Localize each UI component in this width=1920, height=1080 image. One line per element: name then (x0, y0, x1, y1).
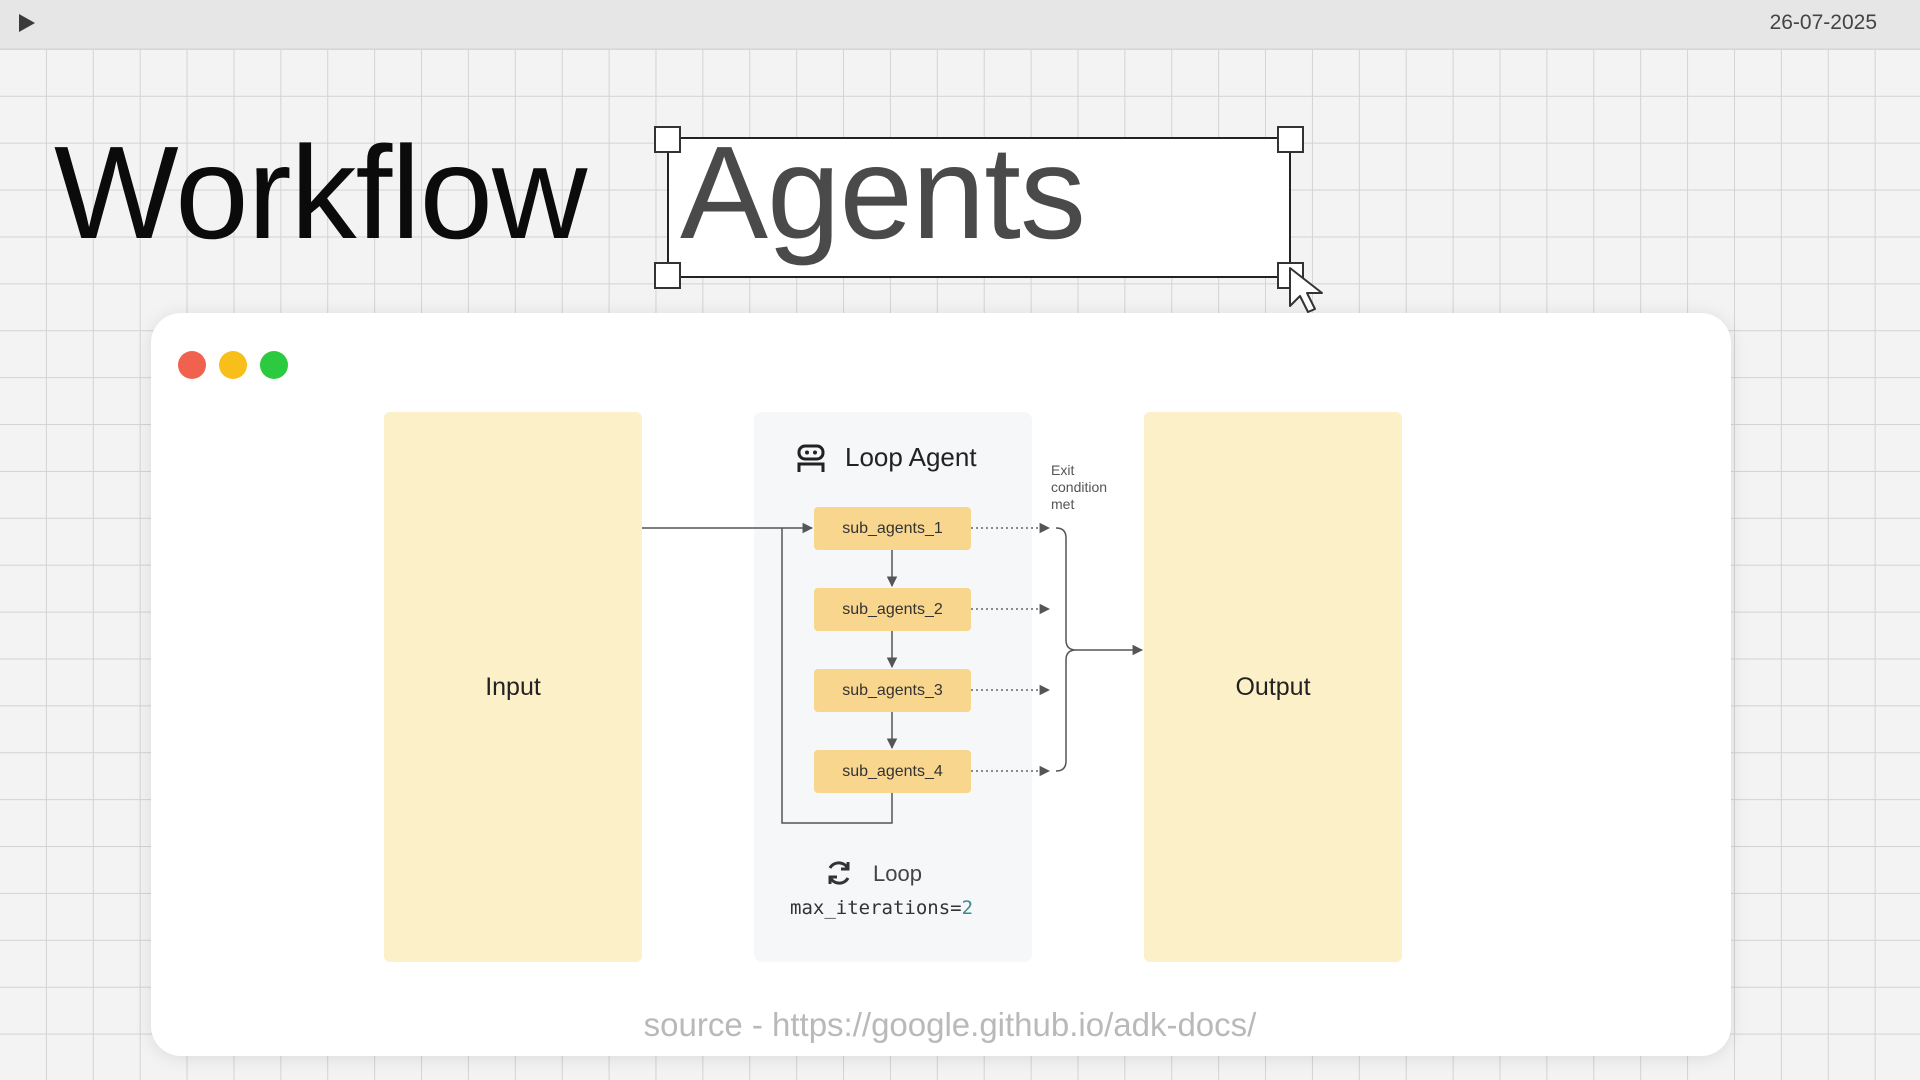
resize-handle-top-right[interactable] (1277, 126, 1304, 153)
output-label: Output (1235, 672, 1311, 701)
input-block: Input (384, 412, 642, 962)
resize-handle-bottom-left[interactable] (654, 262, 681, 289)
resize-handle-top-left[interactable] (654, 126, 681, 153)
max-iterations-value: 2 (961, 897, 974, 919)
output-block: Output (1144, 412, 1402, 962)
window-maximize-dot[interactable] (260, 351, 288, 379)
sub-agent-box-3: sub_agents_3 (814, 669, 971, 712)
mouse-cursor-icon (1289, 267, 1323, 313)
refresh-icon (828, 861, 850, 885)
sub-agent-box-4: sub_agents_4 (814, 750, 971, 793)
title-workflow: Workflow (54, 119, 587, 266)
input-label: Input (485, 672, 541, 701)
window-minimize-dot[interactable] (219, 351, 247, 379)
window-close-dot[interactable] (178, 351, 206, 379)
robot-icon (797, 444, 825, 472)
max-iterations-key: max_iterations= (790, 897, 962, 919)
sub-agent-box-1: sub_agents_1 (814, 507, 971, 550)
date-label: 26-07-2025 (1769, 11, 1877, 34)
top-bar: 26-07-2025 (0, 0, 1920, 49)
play-icon[interactable] (19, 14, 35, 32)
max-iterations-label: max_iterations=2 (790, 897, 973, 919)
exit-condition-label: Exit condition met (1051, 462, 1108, 512)
sub-agent-box-2: sub_agents_2 (814, 588, 971, 631)
loop-label: Loop (873, 861, 922, 886)
selected-text-box[interactable] (667, 137, 1291, 278)
loop-agent-title: Loop Agent (845, 442, 977, 472)
title-agents[interactable]: Agents (680, 119, 1086, 266)
source-caption: source - https://google.github.io/adk-do… (643, 1006, 1257, 1043)
